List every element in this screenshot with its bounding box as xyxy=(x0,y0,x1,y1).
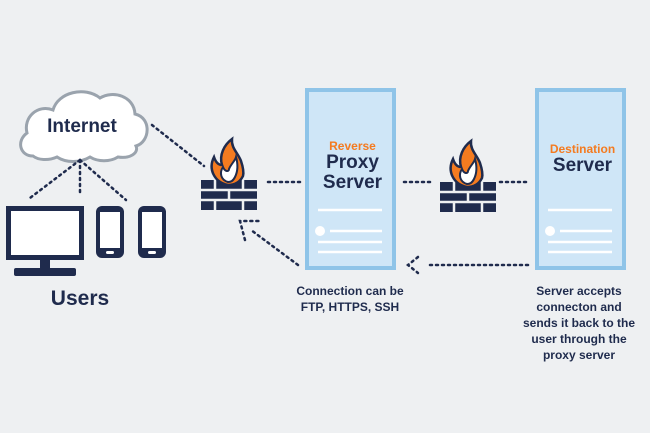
destination-server-title: Destination Server xyxy=(537,143,628,176)
reverse-label: Reverse xyxy=(329,139,376,153)
internet-label: Internet xyxy=(47,116,117,137)
firewall-icon xyxy=(199,137,259,212)
server-caption-line: user through the xyxy=(531,332,627,346)
server-tower-icon xyxy=(535,88,626,270)
reverse-proxy-server-title: Reverse Proxy Server xyxy=(307,140,398,192)
mobile-phone-icon xyxy=(96,206,124,258)
connection-caption-line: FTP, HTTPS, SSH xyxy=(300,300,400,314)
server-tower-icon xyxy=(305,88,396,270)
server-label: Server xyxy=(322,171,383,193)
cloud-to-users-dotted-lines xyxy=(28,158,128,202)
connection-caption-line: Connection can be xyxy=(296,284,404,298)
mobile-phone-icon xyxy=(138,206,166,258)
arrow-icon xyxy=(238,219,300,267)
proxy-label: Proxy xyxy=(326,151,379,173)
arrow-icon xyxy=(405,255,530,275)
destination-label: Destination xyxy=(549,142,616,156)
cloud-to-firewall-dotted-line xyxy=(150,123,206,168)
connection-caption: Connection can be FTP, HTTPS, SSH xyxy=(280,283,420,315)
server-caption-line: sends it back to the xyxy=(522,316,636,330)
users-label: Users xyxy=(50,287,110,310)
server-caption-line: proxy server xyxy=(542,348,616,362)
server-caption-line: connecton and xyxy=(536,300,622,314)
server-caption: Server accepts connecton and sends it ba… xyxy=(512,283,646,363)
cloud-icon xyxy=(19,90,149,163)
destination-server-label: Server xyxy=(552,154,613,176)
server-caption-line: Server accepts xyxy=(536,284,622,298)
desktop-monitor-icon xyxy=(6,206,84,276)
firewall-icon xyxy=(438,139,498,214)
